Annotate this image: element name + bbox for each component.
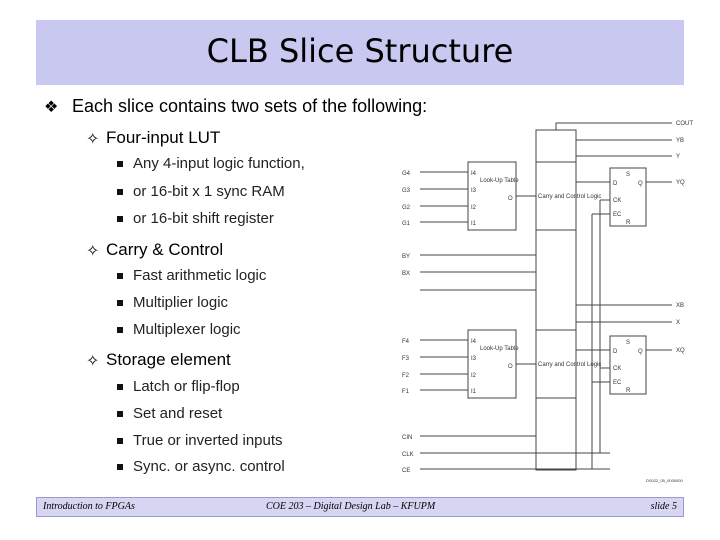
- section-heading: Storage element: [106, 350, 231, 369]
- square-bullet-icon: [117, 464, 123, 470]
- list-item: Any 4-input logic function,: [133, 155, 305, 172]
- intro-text: Each slice contains two sets of the foll…: [72, 96, 428, 116]
- footer-right: slide 5: [650, 501, 677, 512]
- square-bullet-icon: [117, 438, 123, 444]
- section-heading: Carry & Control: [106, 240, 224, 259]
- title-bar: CLB Slice Structure: [36, 20, 684, 85]
- star-bullet-icon: ✧: [86, 243, 100, 260]
- footer-bar: Introduction to FPGAs COE 203 – Digital …: [36, 497, 684, 517]
- square-bullet-icon: [117, 327, 123, 333]
- diamond-bullet-icon: ❖: [44, 99, 59, 116]
- square-bullet-icon: [117, 384, 123, 390]
- square-bullet-icon: [117, 411, 123, 417]
- square-bullet-icon: [117, 161, 123, 167]
- list-item: Fast arithmetic logic: [133, 267, 267, 284]
- footer-center: COE 203 – Digital Design Lab – KFUPM: [266, 501, 436, 512]
- footer-left: Introduction to FPGAs: [43, 501, 135, 512]
- star-bullet-icon: ✧: [86, 131, 100, 148]
- list-item: Latch or flip-flop: [133, 378, 240, 395]
- star-bullet-icon: ✧: [86, 353, 100, 370]
- list-item: True or inverted inputs: [133, 432, 283, 449]
- square-bullet-icon: [117, 216, 123, 222]
- square-bullet-icon: [117, 300, 123, 306]
- section-heading: Four-input LUT: [106, 128, 221, 147]
- slide-title: CLB Slice Structure: [206, 32, 514, 70]
- list-item: Multiplier logic: [133, 294, 229, 311]
- list-item: or 16-bit shift register: [133, 210, 274, 227]
- list-item: Sync. or async. control: [133, 458, 285, 475]
- list-item: Multiplexer logic: [133, 321, 241, 338]
- square-bullet-icon: [117, 189, 123, 195]
- list-item: or 16-bit x 1 sync RAM: [133, 183, 285, 200]
- square-bullet-icon: [117, 273, 123, 279]
- list-item: Set and reset: [133, 405, 223, 422]
